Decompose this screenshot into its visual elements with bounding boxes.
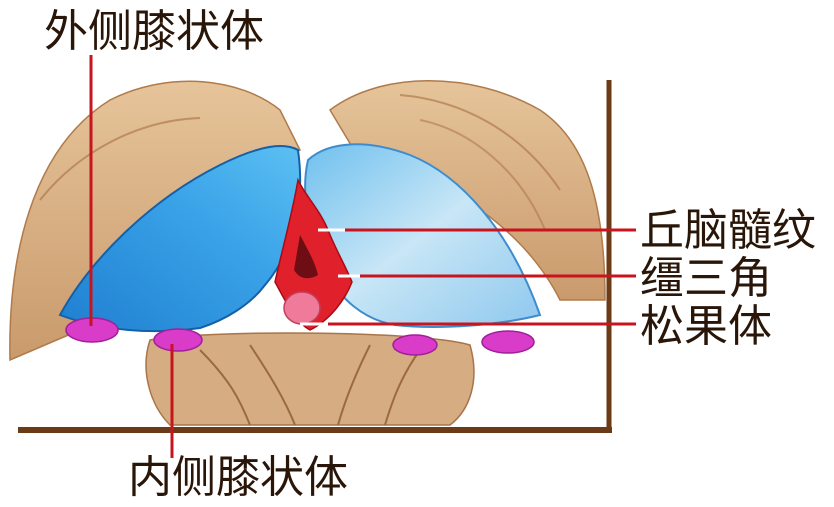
label-lateral-geniculate-body: 外侧膝状体: [44, 10, 264, 54]
pineal-body-shape: [284, 292, 320, 324]
label-habenular-trigone: 缰三角: [640, 257, 772, 301]
label-pineal-body: 松果体: [640, 305, 772, 349]
label-stria-medullaris: 丘脑髓纹: [640, 209, 816, 253]
label-medial-geniculate-body: 内侧膝状体: [128, 456, 348, 500]
